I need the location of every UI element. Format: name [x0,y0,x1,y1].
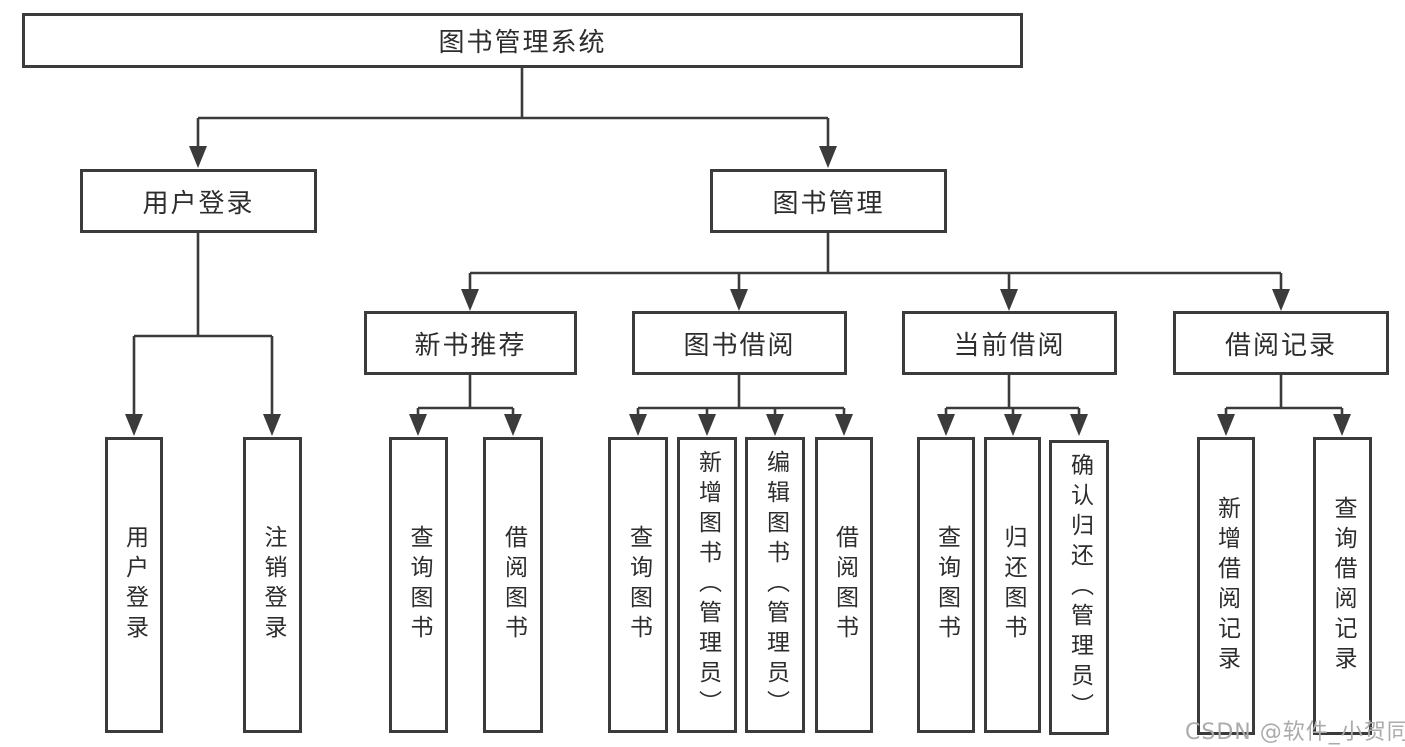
node-leaf-edit-book-admin: 编辑图书（管理员） [745,437,805,733]
node-leaf-borrow-book-1: 借阅图书 [483,437,543,733]
node-leaf-query-book-2: 查询图书 [608,437,668,733]
node-leaf-return-book: 归还图书 [984,437,1041,733]
node-book-borrow: 图书借阅 [632,311,847,375]
node-new-book-recommend: 新书推荐 [364,311,577,375]
node-book-management: 图书管理 [710,169,947,233]
node-leaf-query-book-1: 查询图书 [389,437,448,733]
node-current-borrow: 当前借阅 [902,311,1117,375]
node-leaf-confirm-return-admin: 确认归还（管理员） [1049,440,1109,735]
node-leaf-query-book-3: 查询图书 [917,437,975,733]
node-leaf-logout: 注销登录 [243,437,302,733]
node-borrow-records: 借阅记录 [1173,311,1389,375]
node-library-system: 图书管理系统 [22,13,1023,68]
node-leaf-add-book-admin: 新增图书（管理员） [677,437,737,733]
node-leaf-user-login: 用户登录 [105,437,163,733]
node-leaf-add-borrow-record: 新增借阅记录 [1197,437,1255,735]
node-leaf-query-borrow-record: 查询借阅记录 [1313,437,1372,735]
node-user-login: 用户登录 [80,169,317,233]
node-leaf-borrow-book-2: 借阅图书 [815,437,873,733]
csdn-watermark: CSDN @软件_小贺同学 [1185,720,1405,745]
